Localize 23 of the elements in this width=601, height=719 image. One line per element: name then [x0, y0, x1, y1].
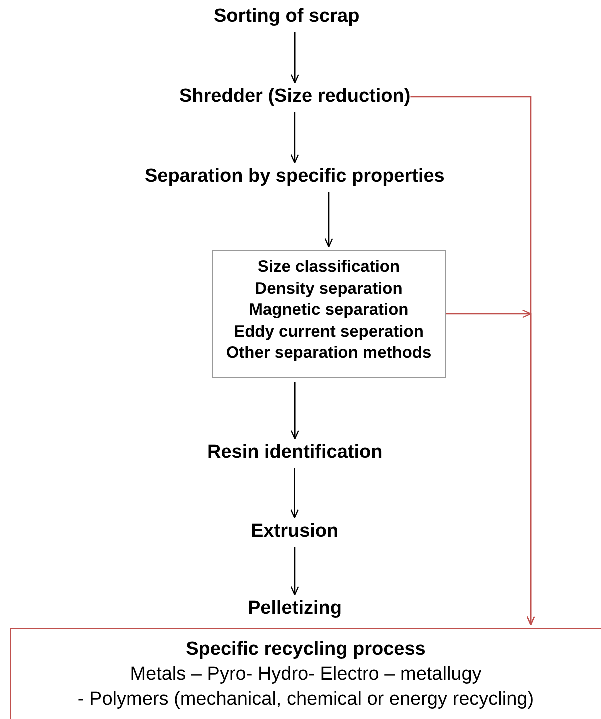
box-text: - Polymers (mechanical, chemical or energy recycling) [76, 688, 536, 712]
box-text: Density separation [254, 278, 404, 300]
arrow [446, 310, 536, 625]
box-heading: Specific recycling process [185, 638, 427, 662]
arrow [290, 468, 299, 519]
process-box [10, 628, 601, 719]
step-label: Resin identification [208, 442, 383, 464]
arrow [290, 112, 300, 164]
methods-box [212, 250, 446, 378]
arrow [324, 192, 334, 248]
box-text: Other separation methods [225, 343, 433, 364]
box-text: Magnetic separation [248, 300, 410, 321]
box-text: Eddy current seperation [233, 322, 425, 342]
arrow [290, 32, 300, 84]
box-text: Size classification [256, 257, 402, 278]
step-label: Shredder (Size reduction) [180, 86, 411, 108]
arrow [290, 547, 300, 596]
step-label: Separation by specific properties [145, 166, 445, 188]
step-label: Extrusion [251, 521, 339, 543]
step-label: Pelletizing [248, 598, 342, 620]
arrow [290, 382, 300, 440]
box-text: Metals – Pyro- Hydro- Electro – metallugy [129, 663, 483, 687]
step-label: Sorting of scrap [214, 6, 360, 28]
